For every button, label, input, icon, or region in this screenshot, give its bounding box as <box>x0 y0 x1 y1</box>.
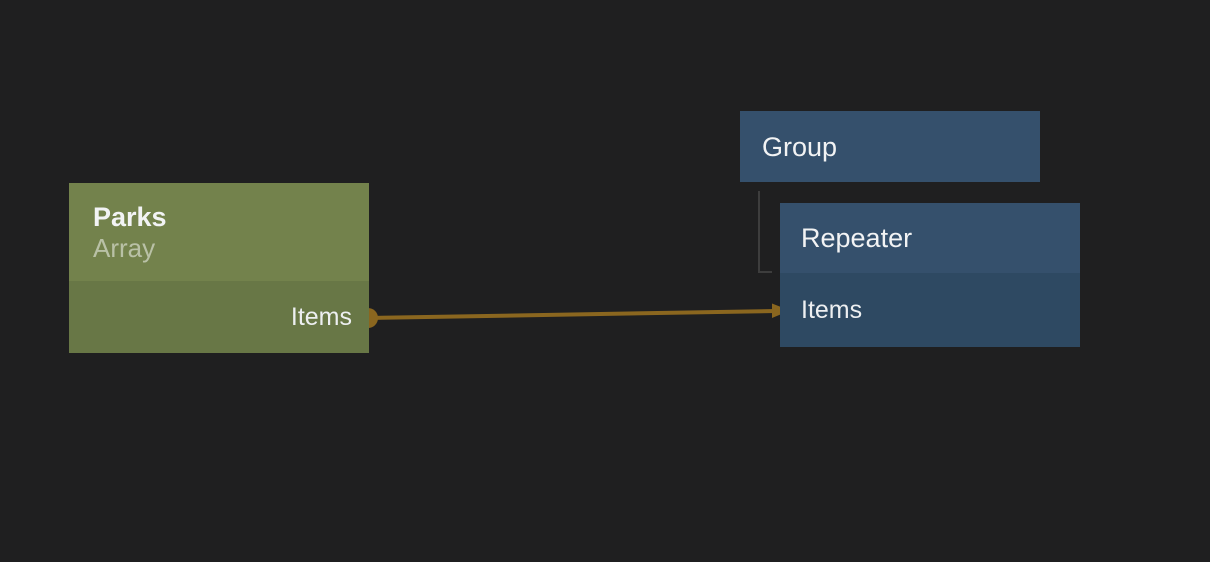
connection-parks-items-to-repeater-items[interactable] <box>358 303 790 329</box>
node-repeater-input-port-label: Items <box>801 295 863 324</box>
connection-line[interactable] <box>367 309 777 320</box>
node-group-header[interactable]: Group <box>740 111 1040 182</box>
node-parks-title: Parks <box>93 202 167 232</box>
node-repeater-header[interactable]: Repeater <box>780 203 1080 273</box>
node-parks-output-port-row[interactable]: Items <box>69 281 369 353</box>
node-parks-header[interactable]: Parks Array <box>69 183 369 281</box>
node-repeater-title: Repeater <box>801 223 913 253</box>
parent-child-connector <box>758 191 772 273</box>
node-repeater[interactable]: Repeater Items <box>780 203 1080 347</box>
node-parks-output-port-label: Items <box>290 302 352 331</box>
node-group-title: Group <box>762 131 838 162</box>
node-group[interactable]: Group <box>740 111 1040 182</box>
node-parks[interactable]: Parks Array Items <box>69 183 369 353</box>
node-repeater-input-port-row[interactable]: Items <box>780 273 1080 347</box>
node-parks-subtitle: Array <box>93 233 156 263</box>
